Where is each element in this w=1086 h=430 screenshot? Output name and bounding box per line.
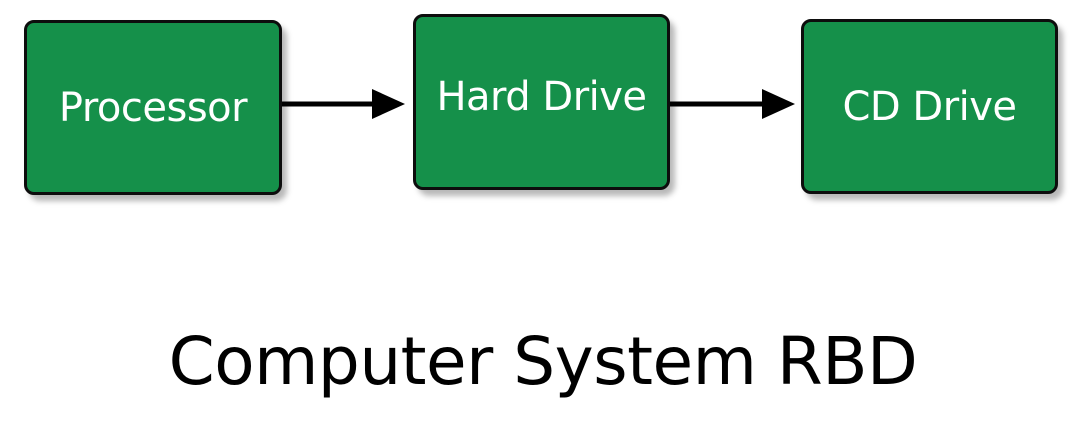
processor-block-label: Processor <box>58 84 248 131</box>
hard-drive-block: Hard Drive <box>413 14 670 190</box>
arrow-hard-drive-to-cd-drive <box>670 89 795 119</box>
hard-drive-block-label: Hard Drive <box>436 74 647 120</box>
diagram-title: Computer System RBD <box>168 323 918 400</box>
arrow-processor-to-hard-drive-head <box>372 89 405 119</box>
arrow-processor-to-hard-drive <box>282 89 405 119</box>
processor-block: Processor <box>24 20 282 195</box>
cd-drive-block: CD Drive <box>801 19 1058 194</box>
arrow-hard-drive-to-cd-drive-head <box>762 89 795 119</box>
cd-drive-block-label: CD Drive <box>842 83 1017 130</box>
